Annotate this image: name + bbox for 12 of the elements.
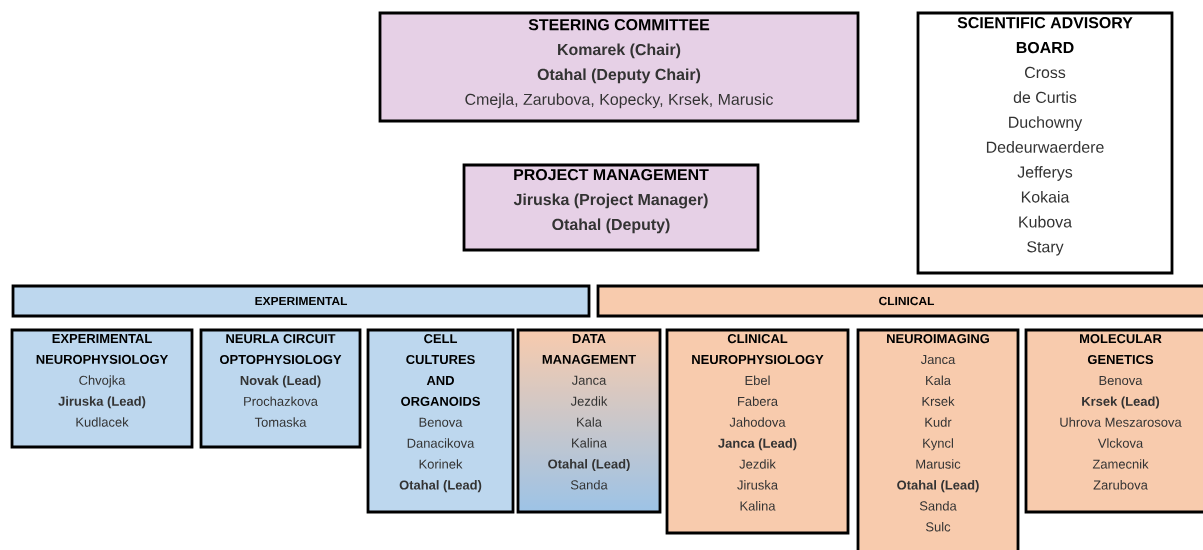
team-box: NEUROIMAGING Janca Kala Krsek Kudr Kyncl Marusic Otahal (Lead) Sanda Sulc: [856, 328, 1020, 550]
section-band: CLINICAL: [596, 284, 1203, 318]
advisory-board-box: SCIENTIFIC ADVISORY BOARD Cross de Curtis Duchowny Dedeurwaerdere Jefferys Kokaia Kubova Stary: [916, 11, 1174, 275]
section-band: EXPERIMENTAL: [11, 284, 591, 318]
team-box: EXPERIMENTAL NEUROPHYSIOLOGY Chvojka Jiruska (Lead) Kudlacek: [10, 328, 194, 449]
team-box: DATA MANAGEMENT Janca Jezdik Kala Kalina Otahal (Lead) Sanda: [516, 328, 662, 514]
team-box: NEURLA CIRCUIT OPTOPHYSIOLOGY Novak (Lead) Prochazkova Tomaska: [199, 328, 362, 449]
management-box: PROJECT MANAGEMENT Jiruska (Project Manager) Otahal (Deputy): [462, 163, 760, 252]
committee-box: STEERING COMMITTEE Komarek (Chair) Otahal (Deputy Chair) Cmejla, Zarubova, Kopecky, Krsek, Marusic: [378, 11, 860, 123]
team-box: MOLECULAR GENETICS Benova Krsek (Lead) Uhrova Meszarosova Vlckova Zamecnik Zarubova: [1024, 328, 1203, 514]
team-box: CELL CULTURES AND ORGANOIDS Benova Danacikova Korinek Otahal (Lead): [366, 328, 515, 514]
team-box: CLINICAL NEUROPHYSIOLOGY Ebel Fabera Jahodova Janca (Lead) Jezdik Jiruska Kalina: [665, 328, 850, 535]
